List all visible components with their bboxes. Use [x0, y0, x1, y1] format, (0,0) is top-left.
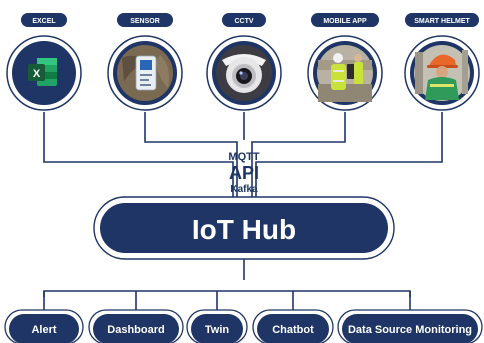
source-tag-label: SMART HELMET — [414, 18, 470, 25]
output-pill — [257, 314, 329, 343]
connector-helmet — [255, 112, 443, 198]
output-data-source-monitoring: Data Source Monitoring — [337, 309, 483, 343]
source-tag — [117, 13, 173, 27]
output-label: Chatbot — [272, 324, 314, 336]
hub-body — [100, 203, 388, 253]
connector-excel — [43, 112, 234, 198]
output-chatbot: Chatbot — [252, 309, 334, 343]
source-tag-label: SENSOR — [130, 18, 160, 25]
source-connectors — [43, 112, 443, 198]
hub-title: IoT Hub — [192, 214, 296, 245]
source-tag-label: MOBILE APP — [323, 18, 367, 25]
protocol-stack: MQTT API Kafka — [228, 151, 259, 195]
source-smart-helmet: SMART HELMET — [404, 13, 480, 111]
source-tag-label: EXCEL — [32, 18, 56, 25]
source-tag — [311, 13, 379, 27]
excel-icon: X — [28, 58, 57, 86]
output-label: Dashboard — [107, 324, 164, 336]
protocol-kafka: Kafka — [230, 184, 258, 195]
output-twin: Twin — [186, 309, 248, 343]
output-bus-line — [43, 290, 411, 297]
output-label: Data Source Monitoring — [348, 324, 472, 336]
output-label: Twin — [205, 324, 230, 336]
sensor-device-photo — [117, 45, 173, 101]
output-dashboard: Dashboard — [88, 309, 184, 343]
source-tag-label: CCTV — [234, 18, 253, 25]
iot-hub: IoT Hub — [93, 196, 395, 260]
output-pill — [93, 314, 179, 343]
source-sensor: SENSOR — [107, 13, 183, 111]
source-tag — [21, 13, 67, 27]
worker-tablet-photo — [317, 45, 373, 102]
connector-sensor — [144, 112, 238, 198]
source-tag — [405, 13, 479, 27]
output-label: Alert — [31, 324, 56, 336]
connector-mobile — [251, 112, 346, 198]
protocol-mqtt: MQTT — [228, 151, 259, 163]
source-mobile-app: MOBILE APP — [307, 13, 383, 111]
output-pill — [342, 314, 478, 343]
worker-helmet-photo — [414, 45, 470, 101]
protocol-api: API — [229, 163, 259, 183]
cctv-camera-photo — [216, 45, 272, 101]
output-pill — [191, 314, 243, 343]
source-excel: EXCEL X — [6, 13, 82, 111]
source-cctv: CCTV — [206, 13, 282, 111]
output-connectors — [43, 258, 411, 311]
output-alert: Alert — [4, 309, 84, 343]
source-tag — [222, 13, 266, 27]
svg-text:X: X — [33, 68, 41, 80]
output-pill — [9, 314, 79, 343]
